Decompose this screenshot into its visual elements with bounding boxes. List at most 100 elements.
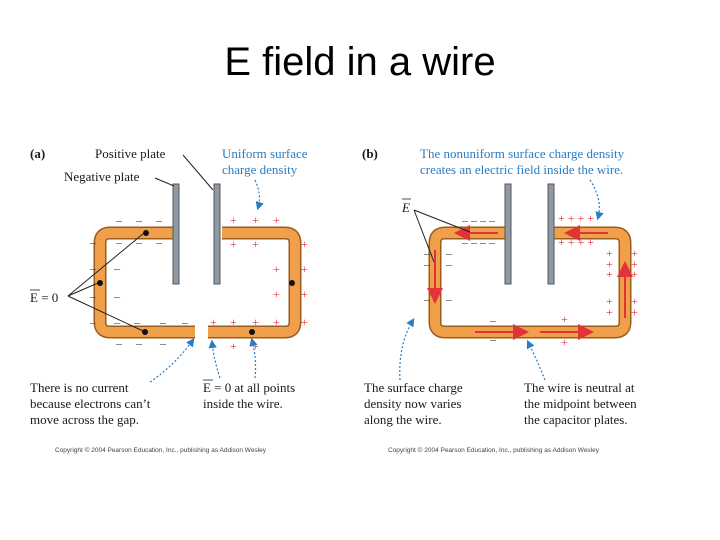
svg-text:– – – –: – – – – xyxy=(461,213,496,227)
svg-text:–: – xyxy=(89,261,97,275)
svg-text:–: – xyxy=(115,213,123,227)
svg-text:+: + xyxy=(301,315,308,329)
svg-text:+: + xyxy=(631,246,638,260)
svg-text:+: + xyxy=(230,315,237,329)
inside-wire-arrow xyxy=(208,339,221,379)
svg-text:–: – xyxy=(423,257,431,271)
svg-text:+: + xyxy=(631,305,638,319)
point-dot xyxy=(142,329,148,335)
neutral-arrow xyxy=(526,339,546,381)
svg-text:+: + xyxy=(631,267,638,281)
svg-text:+: + xyxy=(252,315,259,329)
svg-text:–: – xyxy=(489,313,497,327)
positive-plate-b xyxy=(547,183,555,285)
e-zero-pointer xyxy=(67,232,145,297)
svg-text:+: + xyxy=(273,262,280,276)
uniform-density-arrow xyxy=(254,179,264,211)
negative-plate-b xyxy=(504,183,512,285)
panel-b-label: (b) xyxy=(362,146,378,161)
svg-text:–: – xyxy=(135,336,143,350)
varies-line-1: The surface charge xyxy=(364,380,463,395)
svg-text:–: – xyxy=(489,332,497,346)
panel-a-label: (a) xyxy=(30,146,45,161)
negative-charges-b: – – – – – – – – – – – – – – – – xyxy=(423,213,497,346)
svg-text:+: + xyxy=(301,262,308,276)
uniform-density-label-1: Uniform surface xyxy=(222,146,308,161)
svg-text:+: + xyxy=(273,315,280,329)
copyright-b: Copyright © 2004 Pearson Education, Inc.… xyxy=(388,446,600,454)
point-dot xyxy=(97,280,103,286)
varies-line-2: density now varies xyxy=(364,396,461,411)
svg-text:–: – xyxy=(181,315,189,329)
svg-text:–: – xyxy=(445,292,453,306)
gap-arrow xyxy=(149,338,195,383)
no-current-line-1: There is no current xyxy=(30,380,129,395)
no-current-line-3: move across the gap. xyxy=(30,412,139,427)
svg-text:+: + xyxy=(273,287,280,301)
wire-loop-b-fill xyxy=(430,228,630,337)
e-zero-all-line-1: E = 0 at all points xyxy=(203,380,295,395)
svg-text:–: – xyxy=(135,213,143,227)
copyright-a: Copyright © 2004 Pearson Education, Inc.… xyxy=(55,446,267,454)
negative-plate-label: Negative plate xyxy=(64,169,140,184)
svg-text:+: + xyxy=(606,305,613,319)
positive-charges-b: + + + + + + + + + + + + + + + + + + + + xyxy=(558,211,638,349)
svg-text:–: – xyxy=(445,257,453,271)
svg-text:+: + xyxy=(273,213,280,227)
svg-text:–: – xyxy=(115,235,123,249)
uniform-density-label-2: charge density xyxy=(222,162,298,177)
point-dot xyxy=(289,280,295,286)
negative-charges-a: – – – – – – – – – – – – – – – – – – – xyxy=(89,213,189,350)
svg-text:+: + xyxy=(606,267,613,281)
svg-text:+: + xyxy=(561,312,568,326)
svg-text:+: + xyxy=(210,315,217,329)
e-zero-all-line-2: inside the wire. xyxy=(203,396,283,411)
e-field-label: E xyxy=(401,200,410,215)
svg-text:+ + + +: + + + + xyxy=(558,235,594,249)
nonuniform-label-1: The nonuniform surface charge density xyxy=(420,146,625,161)
e-field-pointer xyxy=(413,209,435,263)
svg-text:–: – xyxy=(423,292,431,306)
svg-text:+: + xyxy=(230,237,237,251)
e-zero-pointer xyxy=(67,295,144,332)
svg-text:– – – –: – – – – xyxy=(461,235,496,249)
negative-plate-a xyxy=(172,183,180,285)
svg-text:+: + xyxy=(631,294,638,308)
svg-text:+: + xyxy=(301,237,308,251)
e-zero-pointer xyxy=(67,282,99,297)
svg-text:–: – xyxy=(135,235,143,249)
svg-text:–: – xyxy=(113,289,121,303)
svg-text:–: – xyxy=(113,315,121,329)
no-current-line-2: because electrons can’t xyxy=(30,396,151,411)
varies-arrow xyxy=(399,317,415,381)
e-zero-label: E = 0 xyxy=(30,290,58,305)
svg-text:–: – xyxy=(445,246,453,260)
svg-text:+: + xyxy=(252,237,259,251)
svg-text:+: + xyxy=(606,246,613,260)
wire-loop-a xyxy=(93,226,302,339)
svg-text:+: + xyxy=(230,339,237,353)
point-dot xyxy=(143,230,149,236)
neutral-line-3: the capacitor plates. xyxy=(524,412,628,427)
positive-plate-a xyxy=(213,183,221,285)
nonuniform-label-2: creates an electric field inside the wir… xyxy=(420,162,623,177)
negative-plate-pointer xyxy=(154,177,175,187)
svg-text:+: + xyxy=(606,257,613,271)
svg-text:–: – xyxy=(89,289,97,303)
svg-text:–: – xyxy=(423,246,431,260)
svg-text:–: – xyxy=(159,336,167,350)
svg-text:+: + xyxy=(631,257,638,271)
svg-text:–: – xyxy=(113,261,121,275)
svg-text:–: – xyxy=(155,235,163,249)
svg-text:–: – xyxy=(89,315,97,329)
point-dot xyxy=(249,329,255,335)
e-field-pointer xyxy=(413,209,471,233)
svg-text:–: – xyxy=(155,213,163,227)
positive-plate-label: Positive plate xyxy=(95,146,166,161)
wire-loop-a-fill xyxy=(95,228,300,337)
svg-text:–: – xyxy=(159,315,167,329)
svg-text:+: + xyxy=(252,213,259,227)
svg-text:+: + xyxy=(301,287,308,301)
svg-text:+: + xyxy=(606,294,613,308)
